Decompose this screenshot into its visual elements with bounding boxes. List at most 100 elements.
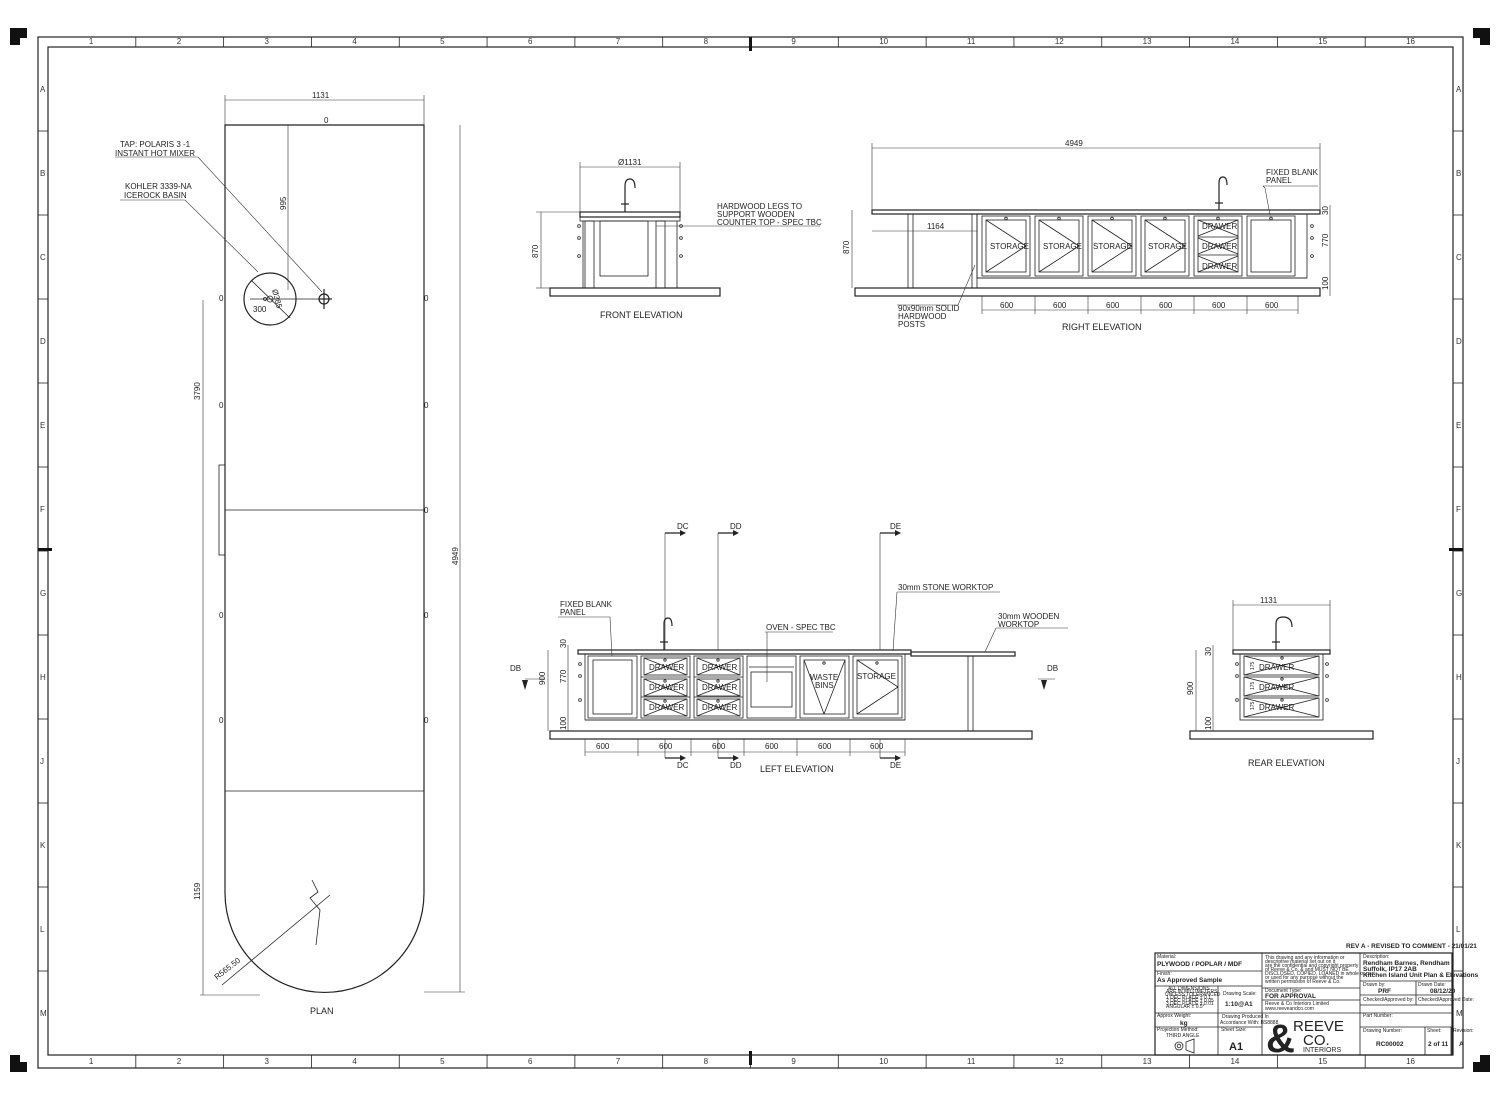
re-storage-label: STORAGE [1093, 242, 1132, 251]
reeve-logo: & REEVE CO. INTERIORS [1266, 1017, 1344, 1061]
cabinet-door [1087, 215, 1137, 277]
tb-disclaimer: are the confidential and copyright prope… [1265, 963, 1359, 969]
drawer-front [1243, 697, 1320, 718]
plan-marker: 0 [424, 611, 429, 620]
grid-column-label: 10 [879, 1057, 888, 1066]
tb-sheet-label: Sheet: [1427, 1028, 1441, 1034]
tb-doctype-label: Document Type: [1265, 988, 1301, 994]
re-unit-dim: 600 [1053, 301, 1067, 310]
section-marker: DD [730, 522, 742, 531]
tb-tolerances: 1 DEC PLACE ± 0.1 [1166, 995, 1211, 1001]
tb-desc: Kitchen Island Unit Plan & Elevations [1363, 972, 1479, 979]
cabinet-door [1140, 215, 1190, 277]
le-drawer-label: DRAWER [702, 663, 737, 672]
re-dim-30: 30 [1321, 206, 1330, 215]
grid-row-label: E [1456, 421, 1461, 430]
re-storage-label: STORAGE [1148, 242, 1187, 251]
section-marker: DE [890, 761, 901, 770]
le-dim-770: 770 [559, 669, 568, 683]
le-wood-label: 30mm WOODEN [998, 612, 1060, 621]
tb-scale: 1:10@A1 [1225, 1001, 1253, 1008]
re-unit-ticks [981, 296, 1299, 314]
tb-checked-label: Checked/Approved by: [1363, 997, 1414, 1003]
cabinet-door [1246, 215, 1296, 277]
plan-dim-width: 1131 [312, 91, 330, 100]
plan-marker: 0 [424, 401, 429, 410]
tb-disclaimer: of Reeve & Co. & and MUST NOT BE [1265, 967, 1349, 973]
le-oven-label: OVEN - SPEC TBC [766, 623, 836, 632]
le-unit-dim: 600 [712, 742, 726, 751]
le-unit-dim: 600 [765, 742, 779, 751]
grid-row-label: L [1456, 925, 1461, 934]
cabinet-door [746, 655, 797, 719]
plan-marker: 0 [324, 116, 329, 125]
tb-drawing-number-label: Drawing Number: [1363, 1028, 1402, 1034]
re-posts-label: POSTS [898, 320, 925, 329]
re-drawer-label: DRAWER [1202, 242, 1237, 251]
plan-dim-1159: 1159 [193, 882, 202, 900]
front-note: SUPPORT WOODEN [717, 210, 795, 219]
re-storage-label: STORAGE [1043, 242, 1082, 251]
front-dim-width: Ø1131 [618, 158, 642, 167]
grid-column-label: 16 [1406, 1057, 1415, 1066]
grid-column-label: 3 [265, 37, 270, 46]
grid-column-label: 9 [791, 1057, 796, 1066]
tb-drawn-by-label: Drawn by: [1363, 982, 1386, 988]
rear-drawer-label: DRAWER [1259, 663, 1294, 672]
re-drawer-label: DRAWER [1202, 222, 1237, 231]
grid-column-label: 8 [704, 1057, 709, 1066]
grid-row-label: C [40, 253, 46, 262]
re-unit-dim: 600 [1000, 301, 1014, 310]
cabinet-door [852, 655, 903, 719]
tb-projection: THIRD ANGLE [1166, 1033, 1200, 1039]
rear-dim-small: 175 [1250, 701, 1256, 710]
rear-elevation-view: DRAWER DRAWER DRAWER 1131 900 30 100 175… [1186, 596, 1374, 768]
revision-note: REV A - REVISED TO COMMENT - 21/01/21 [1346, 943, 1477, 950]
tb-revision-label: Revision: [1453, 1028, 1474, 1034]
grid-row-label: B [40, 169, 45, 178]
tb-tolerances: 2 DEC PLACE ± 0.05 [1166, 998, 1214, 1004]
rear-drawer-label: DRAWER [1259, 703, 1294, 712]
plan-dim-length: 4949 [451, 547, 460, 565]
rear-elevation-title: REAR ELEVATION [1248, 758, 1325, 768]
tb-disclaimer: descriptive material set out on it [1265, 959, 1336, 965]
grid-column-label: 11 [967, 1057, 976, 1066]
grid-column-label: 6 [528, 37, 533, 46]
basin-label: ICEROCK BASIN [124, 191, 187, 200]
grid-row-label: D [1456, 337, 1462, 346]
section-marker: DB [1047, 664, 1058, 673]
tb-revision-letter: A [1459, 1041, 1464, 1048]
grid-column-label: 9 [791, 37, 796, 46]
tb-desc: Suffolk, IP17 2AB [1363, 966, 1417, 973]
tb-material: PLYWOOD / POPLAR / MDF [1157, 961, 1242, 968]
le-unit-dim: 600 [596, 742, 610, 751]
drawer-front [1243, 655, 1320, 676]
basin-label: KOHLER 3339-NA [125, 182, 192, 191]
grid-row-label: D [40, 337, 46, 346]
plan-view: 0 0 0 0 0 0 0 0 0 0 1131 4949 3790 1159 … [115, 91, 465, 1016]
re-panel-label: PANEL [1266, 176, 1292, 185]
grid-row-label: J [40, 757, 44, 766]
grid-column-label: 13 [1143, 37, 1152, 46]
le-dim-30: 30 [559, 639, 568, 648]
grid-column-label: 8 [704, 37, 709, 46]
tb-checked-date-label: Checked/Approved Date: [1418, 997, 1474, 1003]
le-unit-dim: 600 [870, 742, 884, 751]
grid-column-label: 4 [352, 1057, 357, 1066]
grid-row-label: M [1456, 1009, 1463, 1018]
re-posts-label: 90x90mm SOLID [898, 304, 960, 313]
tb-company: Reeve & Co Interiors Limited [1265, 1001, 1329, 1007]
le-stone-label: 30mm STONE WORKTOP [898, 583, 993, 592]
cabinet-door [640, 655, 691, 719]
plan-dim-3790: 3790 [193, 382, 202, 400]
re-storage-label: STORAGE [990, 242, 1029, 251]
tb-weight-label: Approx Weight: [1157, 1013, 1191, 1019]
tb-disclaimer: written permission of Reeve & Co. [1265, 979, 1341, 985]
re-unit-dim: 600 [1159, 301, 1173, 310]
grid-column-label: 15 [1318, 1057, 1327, 1066]
front-note: COUNTER TOP - SPEC TBC [717, 218, 822, 227]
tb-sheet-size-label: Sheet Size: [1221, 1027, 1247, 1033]
